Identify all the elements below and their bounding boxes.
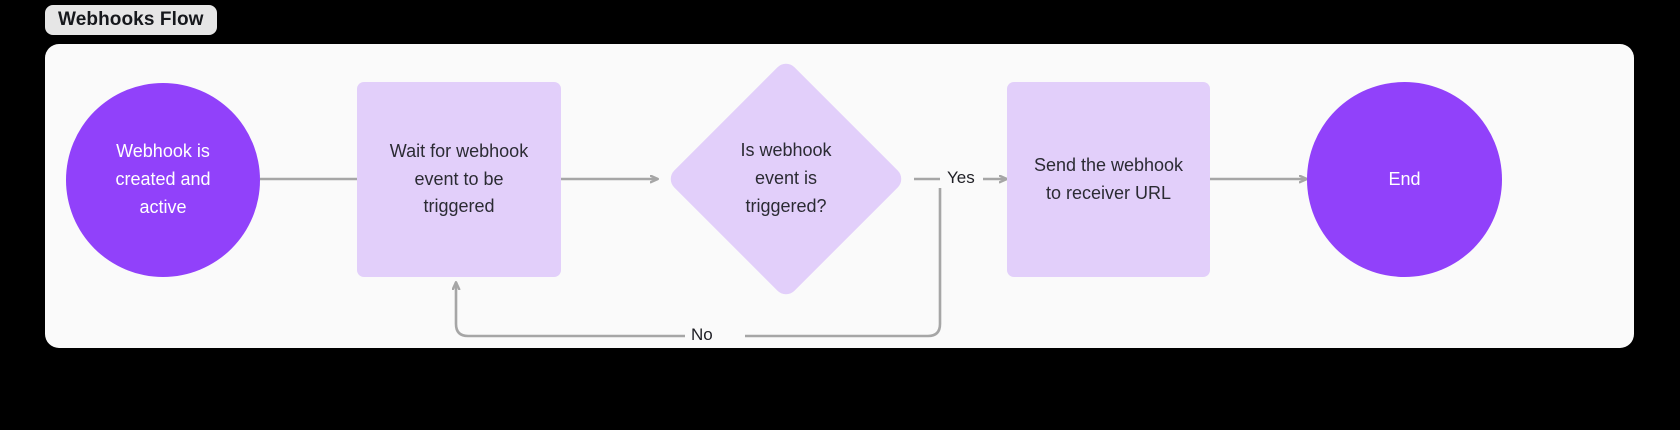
diagram-title-label: Webhooks Flow <box>58 9 204 30</box>
node-start-label: Webhook is created and active <box>115 141 211 217</box>
node-send-webhook[interactable]: Send the webhook to receiver URL <box>1007 82 1210 277</box>
node-wait-for-event-label: Wait for webhook event to be triggered <box>389 140 529 217</box>
diagram-canvas-panel[interactable]: Webhook is created and active Wait for w… <box>45 44 1634 348</box>
edge-label-yes: Yes <box>942 168 980 188</box>
node-start[interactable]: Webhook is created and active <box>66 83 260 277</box>
diagram-title-chip[interactable]: Webhooks Flow <box>45 5 217 35</box>
node-end[interactable]: End <box>1307 82 1502 277</box>
edge-no-loop-left <box>456 282 685 338</box>
node-decision-label: Is webhook event is triggered? <box>740 140 832 216</box>
edge-no-loop-right <box>745 188 942 338</box>
node-end-label: End <box>1388 168 1421 189</box>
node-wait-for-event[interactable]: Wait for webhook event to be triggered <box>357 82 561 277</box>
edge-label-no: No <box>686 325 718 345</box>
node-send-webhook-label: Send the webhook to receiver URL <box>1033 154 1184 203</box>
node-decision[interactable]: Is webhook event is triggered? <box>658 58 914 300</box>
edge-layer <box>260 44 1634 338</box>
